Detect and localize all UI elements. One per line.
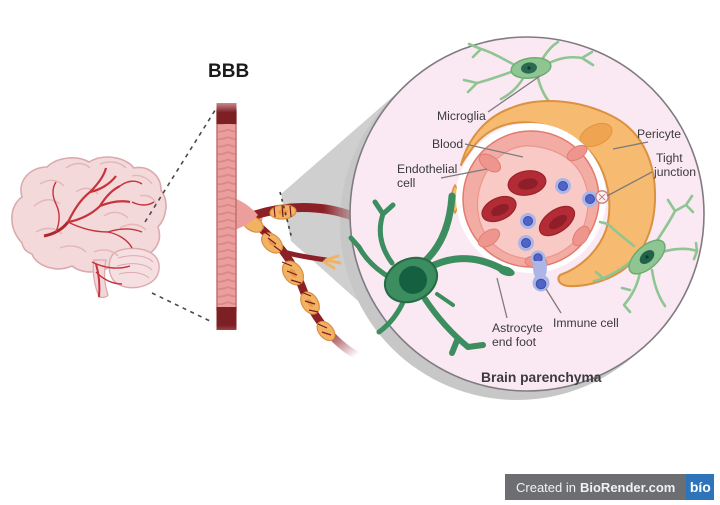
branch-twig	[281, 249, 329, 263]
vessel-cross-section	[462, 130, 600, 269]
tight-junction-marker	[595, 190, 609, 204]
created-in-text: Created in	[516, 479, 576, 495]
zoom-dashed-lines	[144, 103, 220, 323]
label-pointer-lines	[440, 75, 653, 319]
blood-vessel	[216, 103, 258, 330]
biorender-logo: bío	[686, 474, 715, 500]
biorender-brand-text: BioRender.com	[579, 479, 676, 495]
pericyte-wrap-stripes	[261, 204, 332, 336]
biorender-logo-text: bío	[689, 479, 711, 495]
twig-orange-tips	[322, 254, 342, 270]
vessel-title: BBB	[208, 61, 249, 82]
label-pericyte: Pericyte	[637, 127, 681, 141]
red-blood-cells	[481, 170, 576, 237]
microglia-cell	[462, 40, 595, 108]
label-astrocyte-line1: Astrocyte	[492, 321, 543, 335]
magnified-view-circle: Microglia Blood Endothelial cell Pericyt…	[348, 36, 705, 392]
label-endothelial-line1: Endothelial	[397, 162, 457, 176]
astrocyte-cell	[348, 192, 515, 356]
label-blood: Blood	[432, 137, 463, 151]
branch-upper	[247, 203, 363, 223]
biorender-badge: Created in BioRender.com bío	[505, 474, 715, 500]
label-brain-parenchyma: Brain parenchyma	[481, 370, 602, 385]
astrocyte-nucleus	[399, 266, 427, 294]
label-tight-junction-line2: junction	[653, 165, 696, 179]
brain-arteries	[43, 167, 155, 298]
magnified-region-dash	[279, 191, 293, 240]
astrocyte-end-foot	[497, 265, 515, 277]
glial-cell-right	[592, 194, 699, 314]
label-tight-junction-line1: Tight	[656, 151, 683, 165]
label-microglia: Microglia	[437, 109, 486, 123]
label-immune-cell: Immune cell	[553, 316, 619, 330]
transmigrating-immune-cell	[532, 261, 550, 292]
label-astrocyte-line2: end foot	[492, 335, 537, 349]
label-endothelial-line2: cell	[397, 176, 415, 190]
vessel-top-cap	[216, 103, 237, 124]
capillary-branches	[231, 203, 363, 360]
vessel-bottom-cap	[216, 307, 237, 330]
brain-illustration	[11, 156, 167, 299]
biorender-badge-text: Created in BioRender.com	[505, 474, 687, 500]
